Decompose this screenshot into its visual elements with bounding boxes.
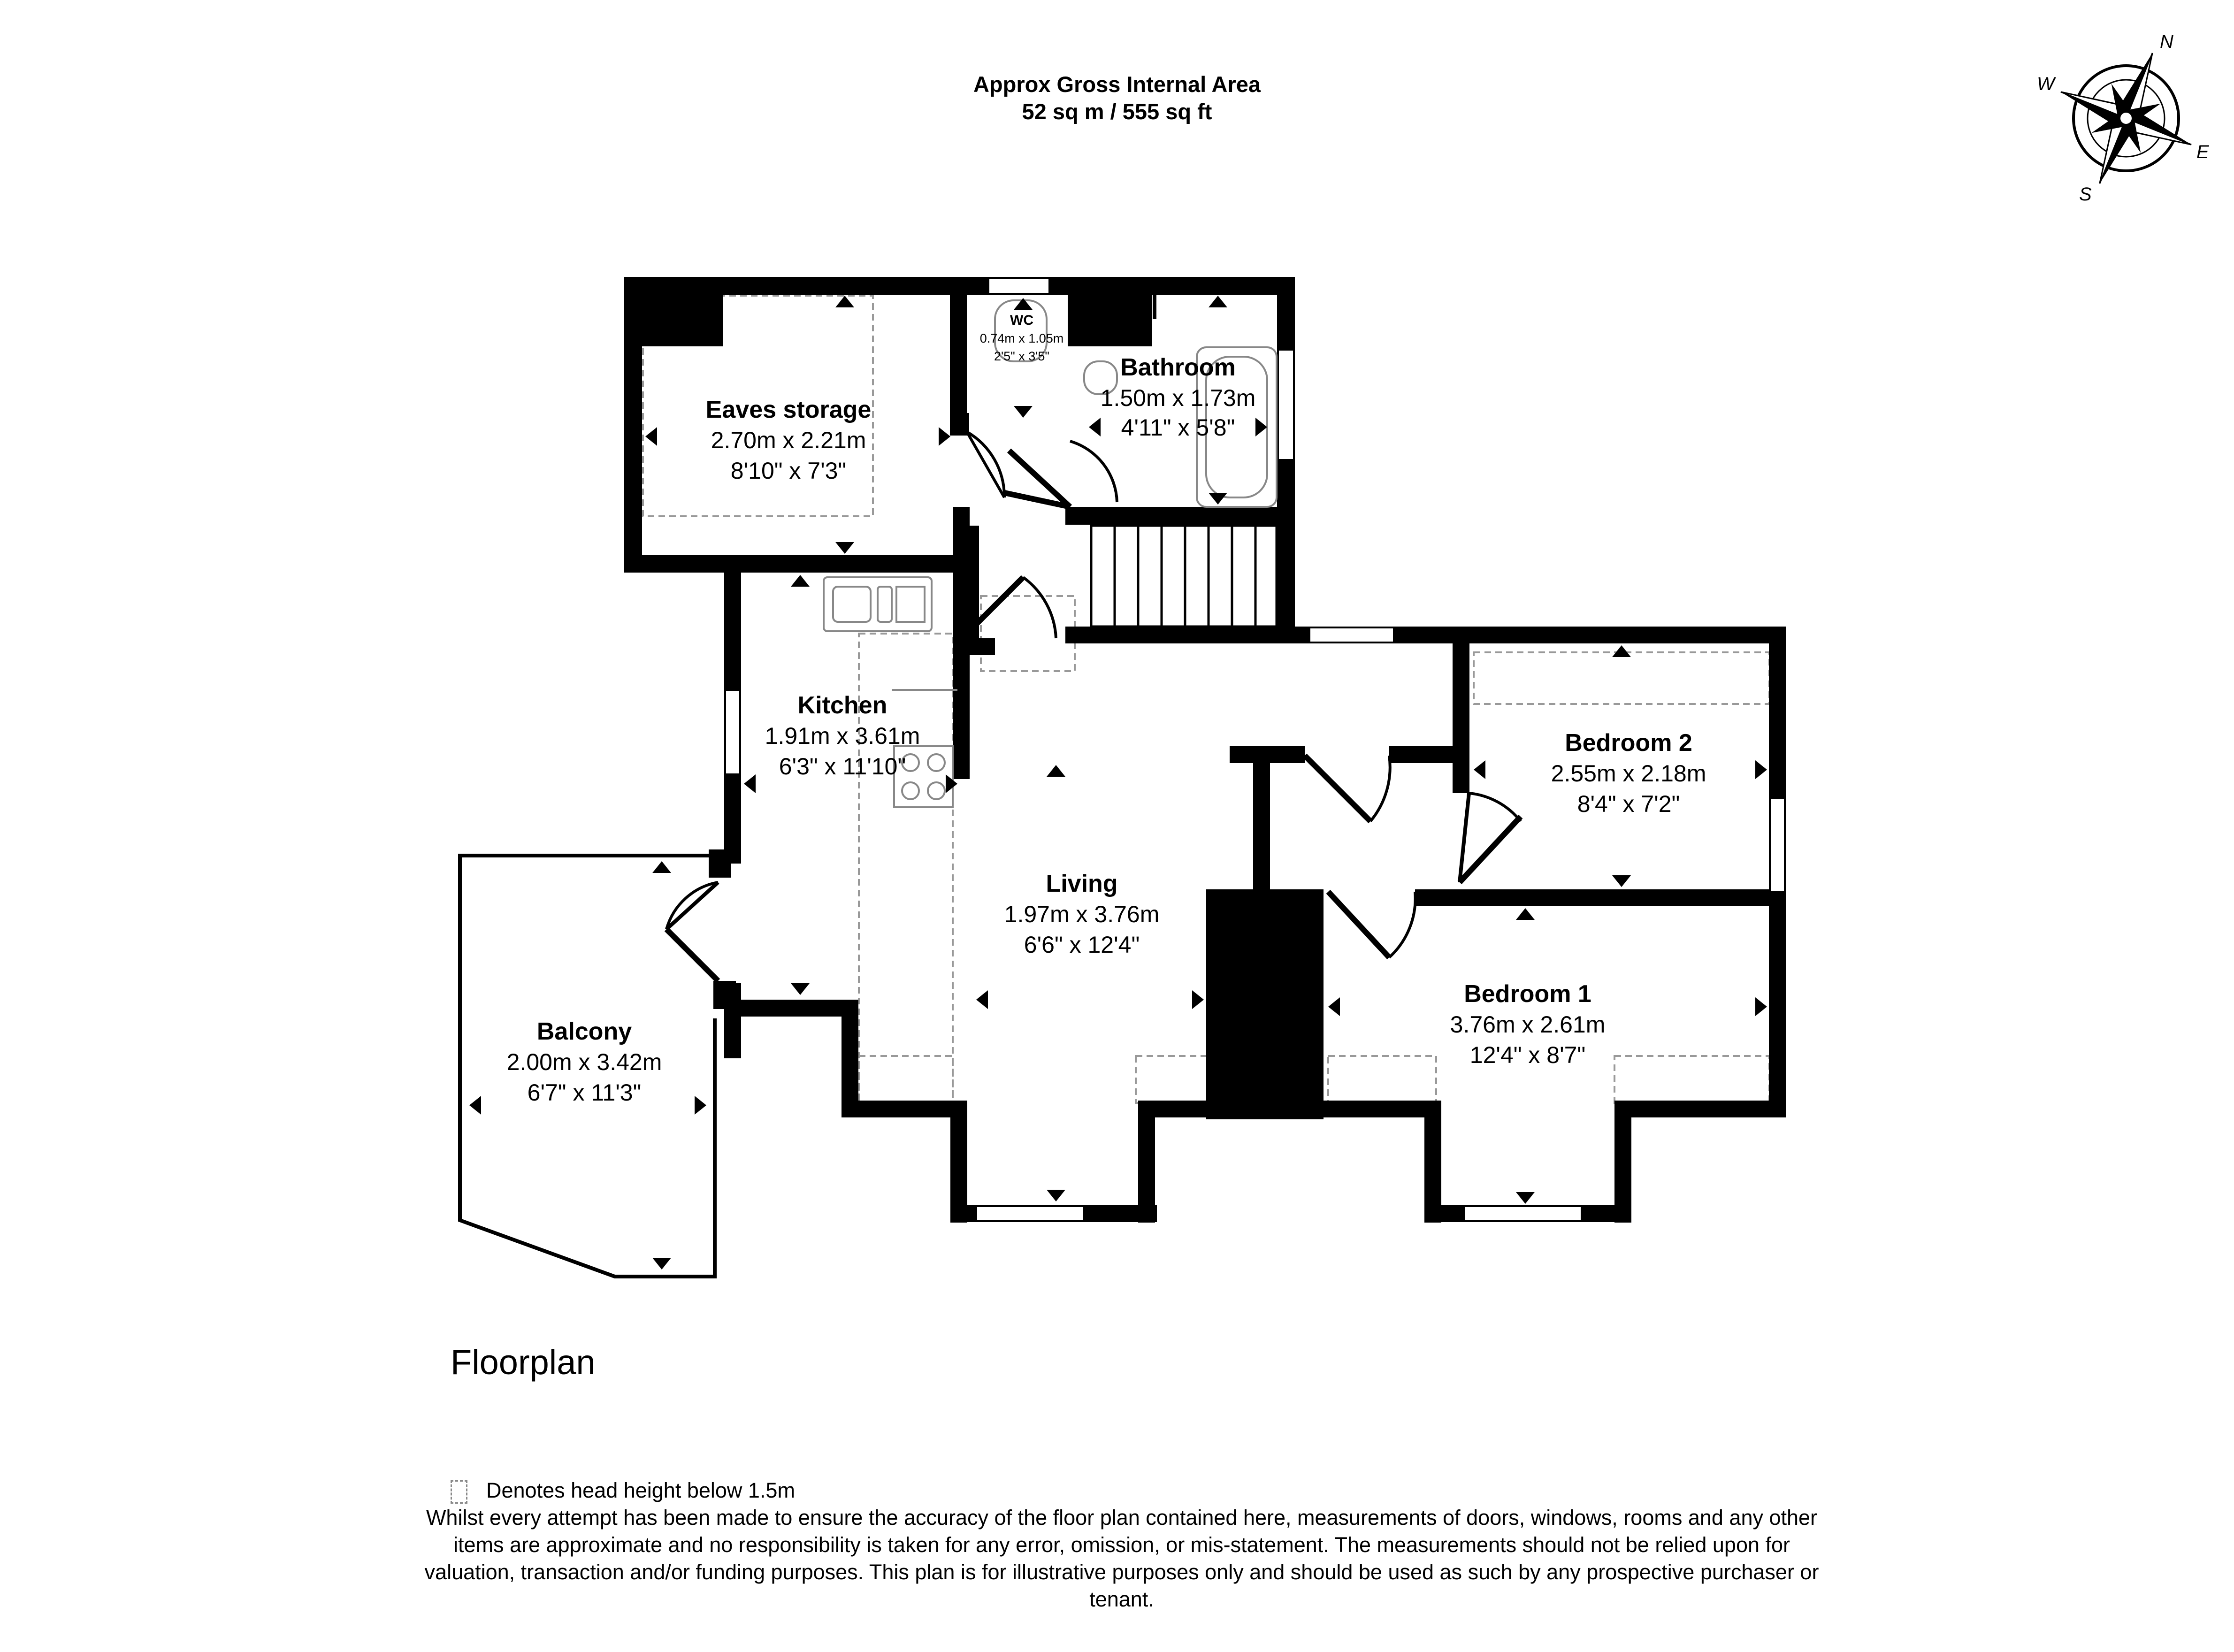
legend-text: Denotes head height below 1.5m — [486, 1478, 795, 1502]
staircase — [1090, 524, 1278, 628]
living-imperial: 6'6" x 12'4" — [1024, 932, 1140, 958]
sink-icon — [823, 576, 933, 632]
bath-icon — [1196, 346, 1278, 508]
eaves-name: Eaves storage — [706, 396, 872, 423]
balcony-metric: 2.00m x 3.42m — [507, 1049, 662, 1075]
living-metric: 1.97m x 3.76m — [1004, 901, 1160, 927]
floor-label: Floorplan — [451, 1343, 596, 1382]
area-value: 52 sq m / 555 sq ft — [1022, 99, 1212, 124]
basin-icon — [1083, 360, 1118, 395]
dimension-arrows — [469, 296, 1767, 1270]
wc-metric: 0.74m x 1.05m — [980, 331, 1064, 345]
disclaimer: Whilst every attempt has been made to en… — [424, 1506, 1819, 1611]
doors — [664, 430, 1523, 983]
compass-rose-icon: N E S W — [2037, 31, 2210, 205]
wc-imperial: 2'5" x 3'5" — [994, 349, 1049, 363]
legend: Denotes head height below 1.5m — [451, 1478, 795, 1504]
living-name: Living — [1046, 870, 1117, 897]
toilet-icon — [994, 299, 1048, 362]
thick-walls — [624, 277, 1786, 1223]
bedroom1-metric: 3.76m x 2.61m — [1450, 1011, 1606, 1038]
wc-name: WC — [1010, 313, 1033, 328]
area-title: Approx Gross Internal Area — [973, 72, 1261, 97]
hob-icon — [893, 745, 954, 808]
bedroom2-name: Bedroom 2 — [1565, 729, 1692, 757]
kitchen-metric: 1.91m x 3.61m — [765, 723, 920, 749]
compass-e: E — [2196, 142, 2210, 162]
windows — [724, 277, 1786, 1222]
bedroom2-imperial: 8'4" x 7'2" — [1577, 791, 1680, 817]
compass-w: W — [2037, 74, 2056, 94]
bathroom-metric: 1.50m x 1.73m — [1101, 385, 1256, 411]
eaves-metric: 2.70m x 2.21m — [711, 427, 866, 453]
dashed-swatch-icon — [451, 1480, 467, 1504]
bathroom-name: Bathroom — [1120, 354, 1236, 381]
eaves-imperial: 8'10" x 7'3" — [731, 458, 846, 484]
room-labels: Eaves storage 2.70m x 2.21m 8'10" x 7'3"… — [507, 313, 1706, 1106]
kitchen-imperial: 6'3" x 11'10" — [779, 753, 906, 780]
bedroom1-name: Bedroom 1 — [1464, 980, 1591, 1008]
compass-n: N — [2160, 31, 2173, 52]
balcony-name: Balcony — [537, 1018, 632, 1045]
balcony-imperial: 6'7" x 11'3" — [528, 1079, 642, 1106]
bedroom2-metric: 2.55m x 2.18m — [1551, 760, 1706, 787]
bathroom-imperial: 4'11" x 5'8" — [1121, 414, 1235, 441]
kitchen-name: Kitchen — [798, 692, 887, 719]
compass-s: S — [2079, 184, 2092, 205]
bedroom1-imperial: 12'4" x 8'7" — [1470, 1042, 1585, 1068]
